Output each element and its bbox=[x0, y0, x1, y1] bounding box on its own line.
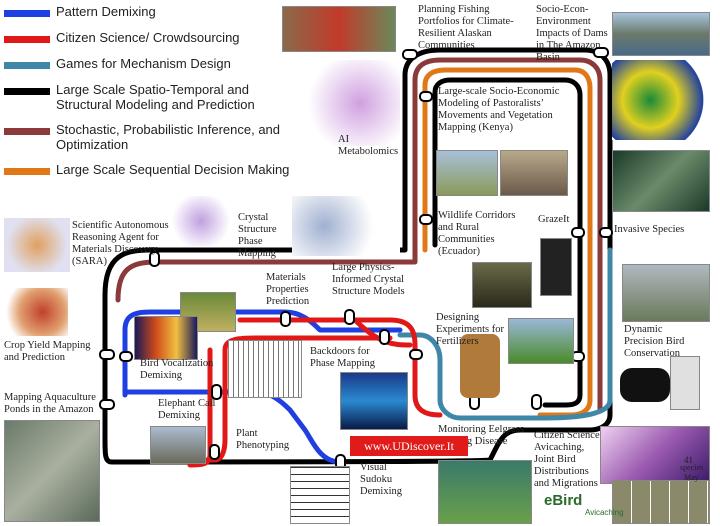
physics-crystal-photo bbox=[292, 196, 400, 256]
station-sara bbox=[149, 251, 160, 267]
station-plant bbox=[209, 444, 220, 460]
legend-label: Large Scale Spatio-Temporal and Structur… bbox=[56, 82, 255, 112]
legend-item: Pattern Demixing bbox=[4, 4, 294, 30]
station-citizen bbox=[531, 394, 542, 410]
line-teal bbox=[397, 247, 613, 421]
line-brown bbox=[115, 57, 603, 413]
station-materials bbox=[280, 311, 291, 327]
legend-label: Games for Mechanism Design bbox=[56, 56, 231, 71]
legend-swatch-blue bbox=[4, 10, 50, 17]
line-black-outer bbox=[102, 47, 613, 465]
label-eelgrass: Monitoring Eelgrass Wasting Disease bbox=[438, 424, 525, 447]
label-materials-props: Materials Properties Prediction bbox=[266, 272, 310, 307]
label-sara: Scientific Autonomous Reasoning Agent fo… bbox=[72, 220, 169, 267]
station-backdoors bbox=[379, 329, 390, 345]
udiscover-link[interactable]: www.UDiscover.It bbox=[350, 436, 468, 456]
amazon-map-photo bbox=[612, 60, 708, 140]
sudoku-photo bbox=[290, 466, 350, 524]
station-elephant bbox=[211, 384, 222, 400]
pastoral-photo-1 bbox=[436, 150, 498, 196]
elephant-photo bbox=[150, 426, 206, 464]
spectrogram-photo bbox=[134, 316, 198, 360]
grazeit-phone-photo bbox=[540, 238, 572, 296]
legend-label: Stochastic, Probabilistic Inference, and… bbox=[56, 122, 281, 152]
label-wildlife: Wildlife Corridors and Rural Communities… bbox=[438, 210, 516, 257]
label-invasive: Invasive Species bbox=[614, 224, 685, 235]
pastoral-photo-2 bbox=[500, 150, 568, 196]
station-grazeit bbox=[571, 227, 585, 238]
label-fishing: Planning Fishing Portfolios for Climate-… bbox=[418, 4, 514, 51]
eelgrass-photo bbox=[438, 460, 532, 524]
label-backdoors: Backdoors for Phase Mapping bbox=[310, 346, 376, 369]
legend-item: Citizen Science/ Crowdsourcing bbox=[4, 30, 294, 56]
legend-item: Games for Mechanism Design bbox=[4, 56, 294, 82]
label-physics-crystal: Large Physics-Informed Crystal Structure… bbox=[332, 262, 405, 297]
station-bird-vocal bbox=[119, 351, 133, 362]
legend-item: Large Scale Sequential Decision Making bbox=[4, 162, 294, 188]
station-wildlife bbox=[419, 214, 433, 225]
species-map-photo bbox=[600, 426, 710, 484]
station-fertilizers bbox=[409, 349, 423, 360]
legend-swatch-teal bbox=[4, 62, 50, 69]
monkey-photo bbox=[472, 262, 532, 308]
legend: Pattern Demixing Citizen Science/ Crowds… bbox=[4, 4, 294, 188]
label-grazeit: GrazeIt bbox=[538, 214, 570, 225]
legend-swatch-orange bbox=[4, 168, 50, 175]
line-orange bbox=[422, 67, 593, 418]
ebird-logo: eBird bbox=[544, 492, 583, 509]
station-fishing bbox=[402, 49, 418, 60]
waveform-photo bbox=[228, 340, 302, 398]
crystal-photo bbox=[168, 196, 234, 246]
legend-label: Large Scale Sequential Decision Making bbox=[56, 162, 290, 177]
station-pastoralists bbox=[419, 91, 433, 102]
label-citizen-avicaching: Citizen Science Avicaching, Joint Bird D… bbox=[534, 430, 600, 489]
fertilizer-bag-photo bbox=[460, 334, 500, 398]
label-bird-vocal: Bird Vocalization Demixing bbox=[140, 358, 214, 381]
legend-item: Large Scale Spatio-Temporal and Structur… bbox=[4, 82, 294, 122]
fish-photo bbox=[282, 6, 396, 52]
legend-item: Stochastic, Probabilistic Inference, and… bbox=[4, 122, 294, 162]
station-aquaculture bbox=[99, 399, 115, 410]
legend-label: Pattern Demixing bbox=[56, 4, 156, 19]
label-metabolomics: AI Metabolomics bbox=[338, 134, 399, 157]
station-invasive bbox=[599, 227, 613, 238]
label-plant: Plant Phenotyping bbox=[236, 428, 290, 451]
label-dynamic-bird: Dynamic Precision Bird Conservation bbox=[624, 324, 685, 359]
bird-grid-photo bbox=[612, 480, 710, 524]
legend-swatch-brown bbox=[4, 128, 50, 135]
label-dams: Socio-Econ-Environment Impacts of Dams i… bbox=[536, 4, 608, 63]
phase-map-photo bbox=[340, 372, 408, 430]
metabolomics-photo bbox=[300, 60, 400, 146]
legend-label: Citizen Science/ Crowdsourcing bbox=[56, 30, 240, 45]
label-elephant: Elephant Call Demixing bbox=[158, 398, 216, 421]
us-crop-map-photo bbox=[4, 288, 68, 336]
ebird-sub-label: Avicaching bbox=[585, 508, 624, 517]
label-aquaculture: Mapping Aquaculture Ponds in the Amazon bbox=[4, 392, 96, 415]
sara-photo bbox=[4, 218, 70, 272]
species-count: 41 bbox=[684, 455, 693, 465]
aquaculture-photo bbox=[4, 420, 100, 522]
corn-photo bbox=[508, 318, 574, 364]
station-physics bbox=[344, 309, 355, 325]
binoculars-photo bbox=[620, 368, 670, 402]
line-black-inner bbox=[432, 77, 583, 408]
dam-photo bbox=[612, 12, 710, 56]
species-month: May bbox=[684, 473, 699, 482]
label-crop: Crop Yield Mapping and Prediction bbox=[4, 340, 91, 363]
line-red-lower bbox=[202, 335, 393, 463]
legend-swatch-black bbox=[4, 88, 50, 95]
label-crystal-phase: Crystal Structure Phase Mapping bbox=[238, 212, 277, 259]
species-unit: species bbox=[680, 463, 704, 472]
label-pastoralists: Large-scale Socio-Economic Modeling of P… bbox=[438, 86, 560, 133]
invasive-photo bbox=[612, 150, 710, 212]
bird-conservation-photo bbox=[622, 264, 710, 322]
bird-app-photo bbox=[670, 356, 700, 410]
legend-swatch-red bbox=[4, 36, 50, 43]
station-crop bbox=[99, 349, 115, 360]
label-sudoku: Visual Sudoku Demixing bbox=[360, 462, 402, 497]
station-dams bbox=[593, 47, 609, 58]
label-fertilizers: Designing Experiments for Fertilizers bbox=[436, 312, 504, 347]
